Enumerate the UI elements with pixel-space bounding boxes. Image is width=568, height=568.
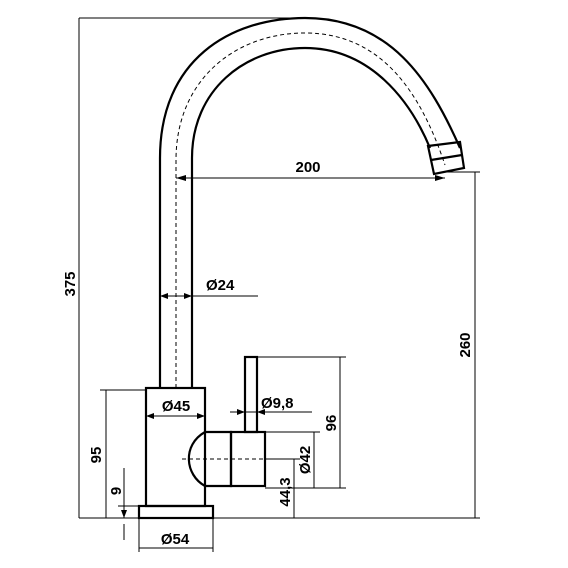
spout-height-label: 260	[457, 332, 474, 357]
spout-reach-arrow-right	[435, 175, 445, 181]
lever-connector	[187, 430, 233, 488]
lever-diameter-arrow-left	[237, 409, 245, 415]
tube-diameter-label: Ø24	[206, 277, 235, 294]
spout-outer-outline	[158, 16, 462, 388]
dimension-labels: 375 200 260 Ø24 Ø45 95 9 Ø54 Ø9,8 96 Ø42…	[62, 159, 474, 548]
body-height-label: 95	[88, 447, 105, 464]
base-height-label: 9	[108, 487, 125, 495]
spout-centerline	[175, 32, 446, 388]
faucet-outline	[137, 16, 466, 520]
handle-axis-label: 44,3	[277, 477, 294, 506]
spout-aerator	[426, 140, 466, 176]
dimension-lines	[78, 17, 480, 552]
aerator-ring	[430, 153, 463, 162]
lever-stem	[243, 355, 259, 434]
spout-reach-arrow-left	[176, 175, 186, 181]
total-height-label: 375	[62, 271, 79, 296]
body-diameter-arrow-right	[197, 413, 205, 419]
lever-diameter-label: Ø9,8	[261, 395, 294, 412]
spout-inner-outline	[190, 46, 432, 388]
faucet-base	[137, 504, 215, 520]
base-height-arrow	[121, 510, 127, 518]
lever-height-label: 96	[323, 415, 340, 432]
body-diameter-label: Ø45	[162, 398, 190, 415]
lever-diameter-arrow-right	[257, 409, 265, 415]
tube-diameter-arrow-left	[160, 293, 168, 299]
spout-reach-label: 200	[295, 159, 320, 176]
body-diameter-arrow-left	[146, 413, 154, 419]
base-diameter-label: Ø54	[161, 531, 190, 548]
handle-diameter-label: Ø42	[297, 446, 314, 474]
tube-diameter-arrow-right	[184, 293, 192, 299]
